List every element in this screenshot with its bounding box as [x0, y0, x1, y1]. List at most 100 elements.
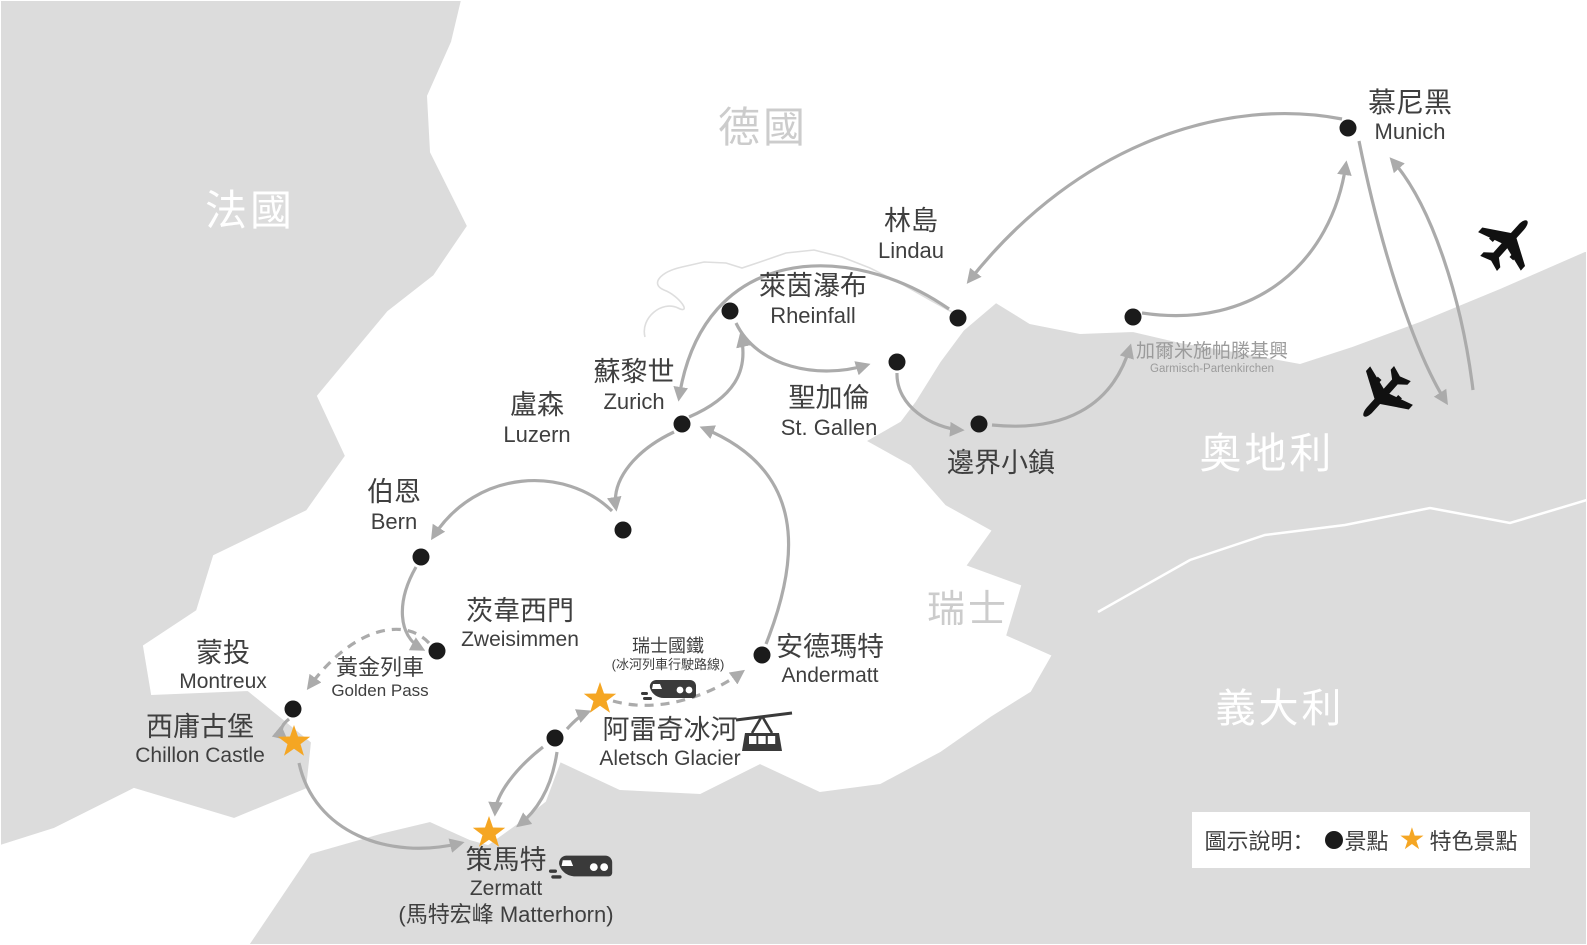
country-label-italy: 義大利	[1216, 686, 1345, 733]
route-brig-aletsch	[565, 709, 592, 731]
city-dot-garmisch	[1124, 308, 1142, 326]
place-label-text: 安德瑪特	[776, 632, 884, 662]
land-austria-italy	[246, 248, 1587, 945]
city-dot-bordertown	[970, 415, 988, 433]
country-label-switzerland: 瑞士	[927, 588, 1009, 633]
country-label-austria: 奧地利	[1199, 429, 1334, 479]
legend-item-attraction: 景點	[1324, 824, 1389, 856]
place-label-text: Montreux	[179, 669, 267, 693]
route-lindau-zurich	[673, 264, 950, 402]
city-dot-stgallen	[888, 353, 906, 371]
route-brig-zermatt-b	[516, 751, 559, 828]
route-border-garmisch	[991, 343, 1134, 428]
place-label-text: (冰河列車行駛路線)	[611, 657, 725, 673]
place-label-text: Chillon Castle	[135, 743, 265, 767]
place-label-text: Andermatt	[781, 663, 879, 687]
attraction-dot-icon	[1324, 831, 1343, 849]
city-dot-andermatt	[753, 646, 771, 664]
route-flight-out	[1357, 140, 1448, 406]
route-rheinfall-stgallen	[734, 322, 871, 376]
place-label-text: Lindau	[877, 237, 945, 263]
country-label-text: 法國	[204, 187, 296, 234]
legend: 圖示說明： 景點 ★ 特色景點	[1192, 812, 1530, 868]
place-label-bordertown: 邊界小鎮	[947, 448, 1055, 480]
legend-item-featured: ★ 特色景點	[1399, 824, 1518, 856]
place-label-text: 西庸古堡	[146, 712, 254, 742]
city-dot-zurich	[673, 415, 691, 433]
place-label-text: 聖加倫	[788, 383, 870, 413]
route-bern-zweisimmen	[400, 566, 426, 651]
route-stgallen-border	[895, 372, 965, 437]
route-flight-in	[1389, 157, 1475, 391]
city-dot-zweisimmen	[428, 642, 446, 660]
place-label-text: 加爾米施帕滕基興	[1135, 341, 1289, 362]
route-zurich-rheinfall	[688, 332, 751, 419]
country-label-text: 奧地利	[1199, 430, 1335, 477]
airplane-icon-departure	[1363, 366, 1413, 417]
legend-title: 圖示說明：	[1204, 829, 1315, 854]
place-label-text: 盧森	[510, 390, 564, 420]
place-label-text: 林島	[883, 206, 938, 236]
city-dot-montreux	[284, 700, 302, 718]
route-zurich-luzern	[606, 430, 675, 512]
chillon-star-icon	[277, 725, 311, 756]
land-france	[0, 0, 470, 848]
country-label-text: 義大利	[1215, 687, 1345, 731]
place-label-text: Garmisch-Partenkirchen	[1150, 363, 1274, 376]
country-label-germany: 德國	[718, 103, 808, 153]
place-label-text: 邊界小鎮	[947, 448, 1055, 478]
place-label-text: Zermatt	[469, 876, 543, 900]
city-dot-brig-stop	[546, 729, 564, 747]
border-austria-italy-line	[1097, 498, 1587, 614]
route-chillon-zermatt	[297, 762, 465, 853]
place-label-text: 蒙投	[195, 638, 250, 668]
place-label-text: 蘇黎世	[593, 357, 675, 387]
place-label-text: Rheinfall	[770, 302, 856, 328]
place-label-text: St. Gallen	[780, 414, 878, 440]
route-andermatt-zurich	[699, 425, 791, 645]
city-dot-bern	[412, 548, 430, 566]
place-label-text: Aletsch Glacier	[599, 746, 741, 770]
city-dot-munich	[1339, 119, 1357, 137]
place-label-text: (馬特宏峰 Matterhorn)	[398, 901, 614, 927]
route-garmisch-munich	[1141, 160, 1352, 318]
route-arrows	[271, 112, 1475, 853]
zermatt-star-icon	[472, 816, 506, 847]
place-label-text: 策馬特	[465, 845, 547, 875]
country-label-text: 德國	[717, 104, 809, 151]
country-label-france: 法國	[205, 186, 295, 236]
cablecar-icon	[735, 711, 793, 751]
legend-attraction-label: 景點	[1344, 829, 1389, 854]
border-lines	[643, 249, 1587, 614]
place-label-text: 黃金列車	[335, 655, 424, 680]
transport-icons	[548, 220, 1528, 879]
airplane-icon-arrival	[1478, 220, 1528, 271]
legend-featured-label: 特色景點	[1429, 829, 1518, 854]
train-icon-zermatt	[548, 855, 613, 879]
place-label-text: Zweisimmen	[461, 627, 579, 651]
route-munich-lindau	[966, 112, 1343, 284]
city-markers	[277, 119, 1357, 847]
city-dot-lindau	[949, 309, 967, 327]
place-label-text: 伯恩	[367, 477, 421, 507]
route-luzern-bern	[431, 479, 614, 541]
aletsch-star-icon	[583, 682, 617, 713]
train-icon-glacier	[641, 680, 696, 700]
featured-star-icon: ★	[1398, 823, 1426, 856]
place-label-text: Zurich	[603, 388, 665, 414]
border-rhine-line	[643, 249, 953, 338]
route-goldenpass-line	[306, 627, 431, 690]
